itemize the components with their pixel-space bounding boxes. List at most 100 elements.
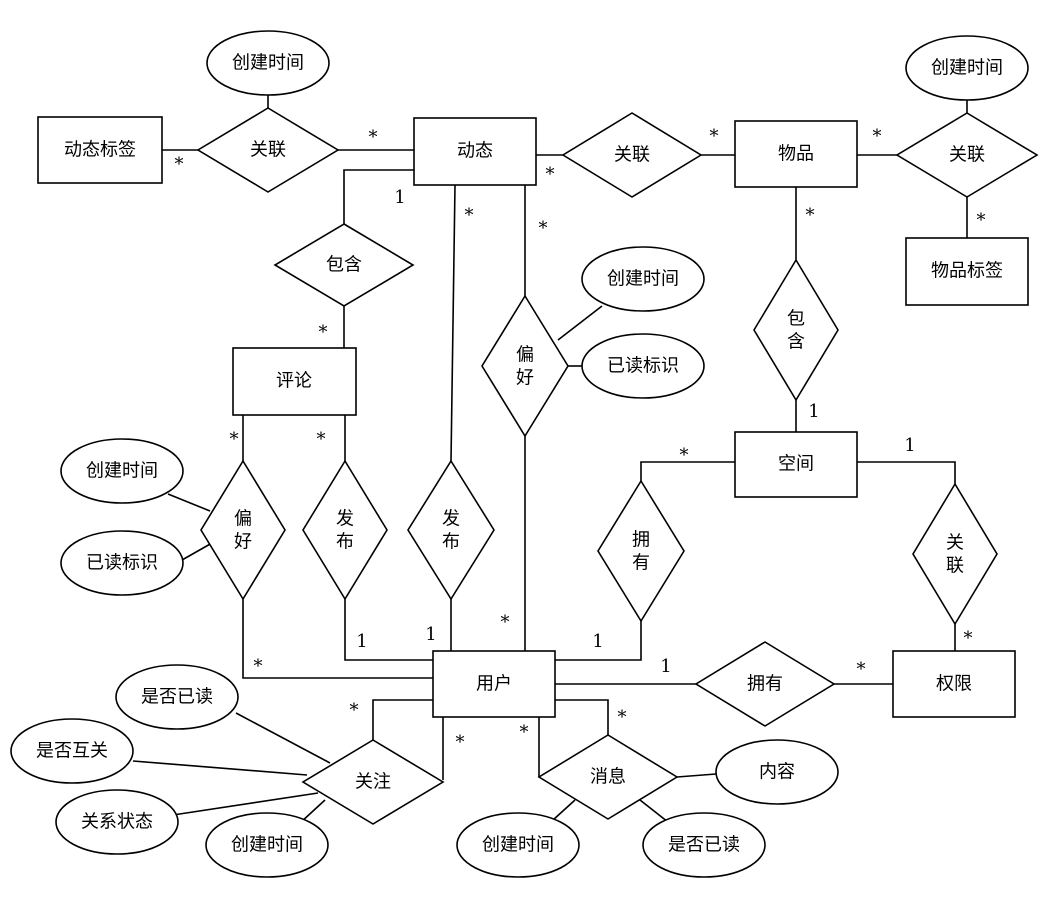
rel-label: 关联 bbox=[614, 145, 650, 166]
card-space-contain: 1 bbox=[808, 401, 819, 422]
rel-label: 关联 bbox=[250, 140, 286, 161]
entity-permission[interactable]: 权限 bbox=[892, 650, 1016, 718]
line-publish-comment-user bbox=[344, 599, 433, 661]
rel-prefer-dynamic[interactable]: 偏 好 bbox=[481, 294, 569, 438]
card-item-from-dynamic: * bbox=[710, 126, 719, 147]
attr-prefer-dyn-created[interactable]: 创建时间 bbox=[581, 246, 705, 312]
rel-message[interactable]: 消息 bbox=[537, 734, 679, 820]
line-prefer-cmt-user bbox=[242, 599, 433, 679]
attr-dyntag-created[interactable]: 创建时间 bbox=[206, 30, 330, 96]
rel-label-2: 含 bbox=[787, 332, 805, 353]
entity-label: 物品 bbox=[778, 144, 814, 165]
attr-prefer-cmt-created[interactable]: 创建时间 bbox=[60, 438, 184, 504]
rel-own-permission[interactable]: 拥有 bbox=[694, 641, 836, 727]
rel-contain-space[interactable]: 包 含 bbox=[753, 258, 839, 402]
rel-own-space[interactable]: 拥 有 bbox=[597, 479, 685, 623]
card-dynamic-to-item: * bbox=[546, 164, 555, 185]
rel-prefer-comment[interactable]: 偏 好 bbox=[200, 459, 286, 601]
line-user-msg-b bbox=[555, 699, 609, 735]
attr-follow-created[interactable]: 创建时间 bbox=[205, 812, 329, 878]
attr-label: 创建时间 bbox=[231, 835, 303, 856]
attr-msg-is-read[interactable]: 是否已读 bbox=[642, 812, 766, 878]
attr-label: 创建时间 bbox=[86, 461, 158, 482]
card-perm-own: * bbox=[857, 659, 866, 680]
rel-label-2: 联 bbox=[946, 556, 964, 577]
attr-prefer-cmt-read[interactable]: 已读标识 bbox=[60, 530, 184, 596]
attr-label: 是否互关 bbox=[36, 741, 108, 762]
entity-label: 用户 bbox=[476, 674, 512, 695]
card-user-publish-dyn: 1 bbox=[425, 624, 436, 645]
card-user-prefer-dyn: * bbox=[501, 612, 510, 633]
entity-comment[interactable]: 评论 bbox=[232, 347, 357, 416]
rel-label: 拥有 bbox=[747, 674, 783, 695]
line-prefer-dyn-created bbox=[557, 305, 603, 341]
entity-label: 评论 bbox=[276, 371, 312, 392]
rel-follow[interactable]: 关注 bbox=[301, 739, 445, 825]
card-dyntag: * bbox=[175, 154, 184, 175]
rel-label-1: 发 bbox=[336, 509, 354, 530]
line-space-own bbox=[640, 461, 735, 481]
attr-label: 关系状态 bbox=[81, 812, 153, 833]
card-user-publish-cmt: 1 bbox=[356, 631, 367, 652]
line-prefer-cmt-read bbox=[181, 542, 213, 561]
rel-label: 关注 bbox=[355, 772, 391, 793]
attr-label: 创建时间 bbox=[232, 53, 304, 74]
rel-contain-comment[interactable]: 包含 bbox=[273, 223, 415, 307]
card-itemtag: * bbox=[977, 210, 986, 231]
entity-item-tag[interactable]: 物品标签 bbox=[905, 237, 1029, 306]
attr-label: 内容 bbox=[759, 762, 795, 783]
entity-dynamic-tag[interactable]: 动态标签 bbox=[37, 116, 163, 184]
attr-follow-status[interactable]: 关系状态 bbox=[55, 789, 179, 855]
rel-label: 包含 bbox=[326, 255, 362, 276]
rel-label-2: 好 bbox=[516, 368, 534, 389]
cardinality-labels: * * * * * * 1 * * * * 1 * * * 1 * * 1 1 … bbox=[175, 126, 986, 753]
rel-label-1: 包 bbox=[787, 309, 805, 330]
rel-assoc-item[interactable]: 关联 bbox=[561, 112, 703, 198]
attr-itemtag-created[interactable]: 创建时间 bbox=[905, 35, 1029, 101]
attr-label: 创建时间 bbox=[607, 269, 679, 290]
attr-label: 创建时间 bbox=[931, 58, 1003, 79]
line-dynamic-publish bbox=[450, 184, 456, 462]
rel-label-1: 关 bbox=[946, 533, 964, 554]
card-dynamic-from-tag: * bbox=[369, 127, 378, 148]
card-user-prefer-cmt: * bbox=[254, 656, 263, 677]
card-space-own: * bbox=[680, 445, 689, 466]
card-msg-b: * bbox=[618, 707, 627, 728]
rel-label-2: 布 bbox=[336, 532, 354, 553]
attr-label: 已读标识 bbox=[86, 553, 158, 574]
card-perm-assoc: * bbox=[964, 628, 973, 649]
attr-follow-mutual[interactable]: 是否互关 bbox=[10, 718, 134, 784]
line-prefer-cmt-created bbox=[167, 493, 211, 512]
card-msg-a: * bbox=[520, 722, 529, 743]
entity-space[interactable]: 空间 bbox=[734, 431, 858, 498]
card-comment-contain: * bbox=[319, 322, 328, 343]
rel-label-2: 布 bbox=[442, 532, 460, 553]
rel-label: 消息 bbox=[590, 767, 626, 788]
card-user-own-perm: 1 bbox=[660, 656, 671, 677]
rel-label-2: 有 bbox=[632, 553, 650, 574]
card-dynamic-prefer: * bbox=[539, 218, 548, 239]
attr-prefer-dyn-read[interactable]: 已读标识 bbox=[581, 333, 705, 399]
attr-msg-created[interactable]: 创建时间 bbox=[456, 812, 580, 878]
card-dynamic-contain: 1 bbox=[394, 187, 405, 208]
rel-assoc-dynamic-tag[interactable]: 关联 bbox=[196, 107, 340, 193]
entity-dynamic[interactable]: 动态 bbox=[413, 117, 537, 186]
rel-label-1: 偏 bbox=[234, 509, 252, 530]
entity-label: 物品标签 bbox=[931, 261, 1003, 282]
entity-label: 空间 bbox=[778, 454, 814, 475]
rel-publish-dynamic[interactable]: 发 布 bbox=[407, 459, 495, 601]
entity-item[interactable]: 物品 bbox=[734, 120, 858, 188]
rel-assoc-permission[interactable]: 关 联 bbox=[912, 482, 998, 626]
card-comment-prefer: * bbox=[230, 429, 239, 450]
line-msg-isread bbox=[639, 799, 669, 823]
attr-msg-content[interactable]: 内容 bbox=[715, 739, 839, 805]
attr-label: 已读标识 bbox=[607, 356, 679, 377]
line-dynamic-contain bbox=[343, 169, 414, 224]
rel-assoc-item-tag[interactable]: 关联 bbox=[895, 112, 1039, 198]
line-msg-created bbox=[552, 799, 576, 821]
attr-label: 是否已读 bbox=[141, 687, 213, 708]
entity-user[interactable]: 用户 bbox=[432, 650, 556, 718]
rel-publish-comment[interactable]: 发 布 bbox=[302, 459, 388, 601]
entity-label: 权限 bbox=[936, 674, 972, 695]
attr-follow-is-read[interactable]: 是否已读 bbox=[115, 664, 239, 730]
